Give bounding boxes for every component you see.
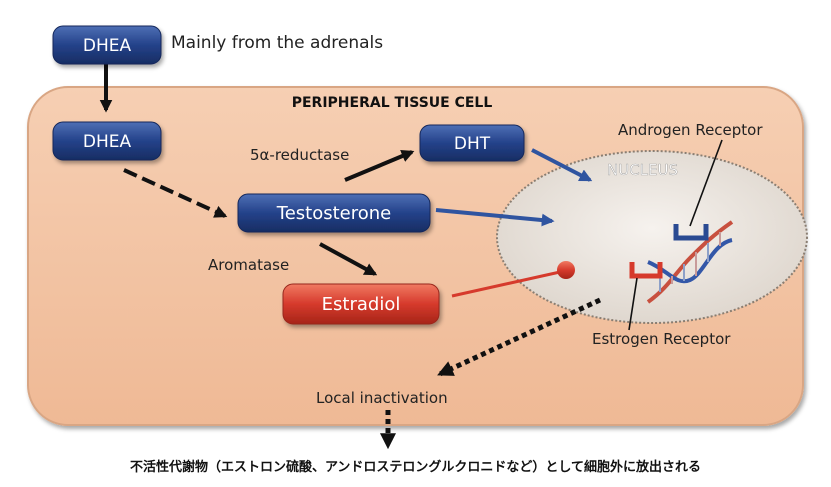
androgen-receptor-pointer xyxy=(689,139,723,227)
dhea-inside-text: DHEA xyxy=(83,132,132,152)
cell-title: PERIPHERAL TISSUE CELL xyxy=(292,95,493,111)
nucleus xyxy=(496,150,808,324)
estradiol-text: Estradiol xyxy=(322,294,401,315)
estradiol-node: Estradiol xyxy=(282,283,440,325)
aromatase-label: Aromatase xyxy=(208,256,289,274)
arrow-nucleus-to-inactivation xyxy=(437,297,602,377)
dhea-inside-node: DHEA xyxy=(52,121,162,161)
caption: 不活性代謝物（エストロン硫酸、アンドロステロングルクロニドなど）として細胞外に放… xyxy=(129,460,702,475)
dht-node: DHT xyxy=(419,124,525,162)
testosterone-node: Testosterone xyxy=(237,193,431,233)
dht-text: DHT xyxy=(454,134,491,154)
estrogen-receptor-pointer xyxy=(628,277,638,331)
androgen-receptor-icon xyxy=(673,224,709,241)
arrow-dhea-to-testosterone xyxy=(123,168,228,218)
local-inactivation-label: Local inactivation xyxy=(316,389,448,407)
arrow-dht-to-nucleus xyxy=(531,148,593,182)
reductase-label: 5α-reductase xyxy=(250,146,349,164)
arrow-estradiol-to-nucleus xyxy=(451,270,561,298)
estrogen-receptor-icon xyxy=(629,262,663,279)
testosterone-text: Testosterone xyxy=(276,203,391,224)
dna-helix-icon xyxy=(646,220,734,304)
arrow-testosterone-to-estradiol xyxy=(319,242,378,276)
dhea-outside-text: DHEA xyxy=(83,36,132,56)
arrow-testosterone-to-dht xyxy=(344,150,415,182)
dhea-outside-node: DHEA xyxy=(52,25,162,65)
androgen-receptor-label: Androgen Receptor xyxy=(618,121,763,139)
adrenals-note: Mainly from the adrenals xyxy=(171,33,383,53)
estrogen-receptor-label: Estrogen Receptor xyxy=(592,330,731,348)
estradiol-ligand-icon xyxy=(557,261,575,279)
arrow-testosterone-to-nucleus xyxy=(435,208,555,227)
nucleus-label: NUCLEUS xyxy=(607,161,678,179)
